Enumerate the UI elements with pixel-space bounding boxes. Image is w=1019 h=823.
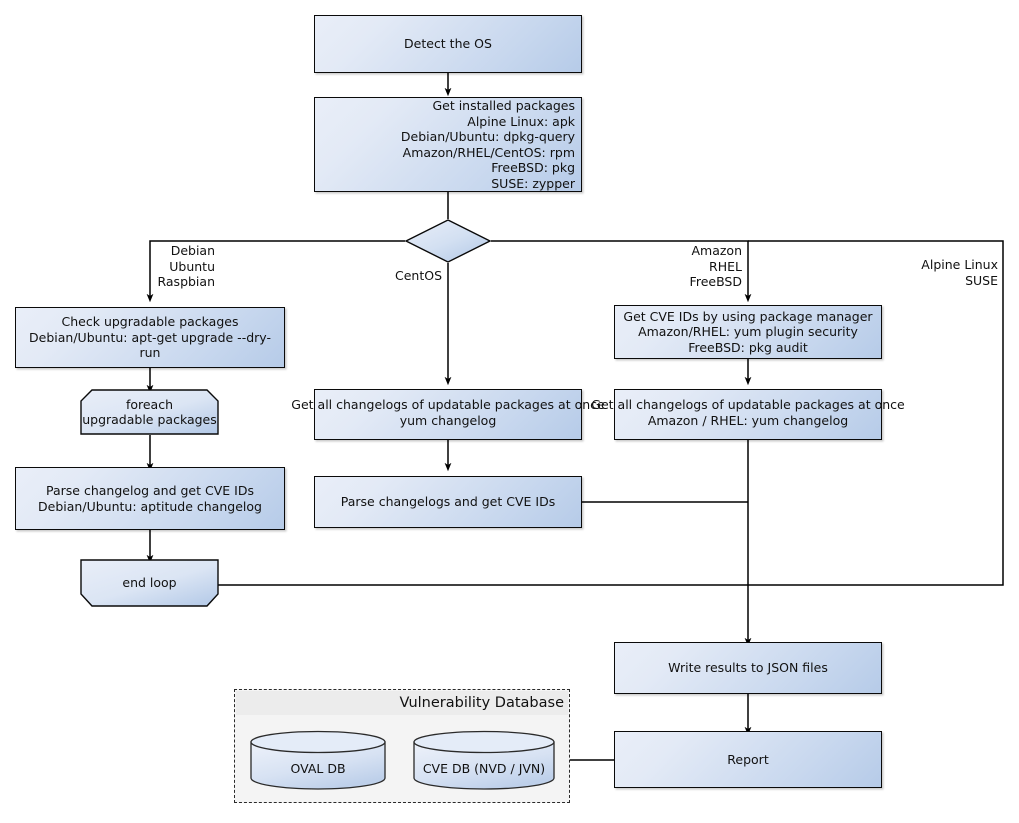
db-cve-label: CVE DB (NVD / JVN) [422, 761, 546, 776]
group-vulnerability-database-header: Vulnerability Database [236, 691, 568, 715]
node-detect-os-label: Detect the OS [404, 36, 492, 52]
node-end-loop-label: end loop [122, 575, 177, 591]
edge-label-centos: CentOS [394, 268, 442, 283]
node-write-results-json-label: Write results to JSON files [668, 660, 828, 676]
node-get-installed-packages[interactable]: Get installed packages Alpine Linux: apk… [314, 97, 582, 192]
db-cve[interactable]: CVE DB (NVD / JVN) [413, 730, 555, 790]
node-os-decision[interactable] [404, 219, 492, 263]
node-get-cve-ids-package-manager[interactable]: Get CVE IDs by using package manager Ama… [614, 305, 882, 359]
node-report[interactable]: Report [614, 731, 882, 788]
node-check-upgradable-packages[interactable]: Check upgradable packages Debian/Ubuntu:… [15, 307, 285, 368]
db-oval-label: OVAL DB [290, 761, 346, 776]
node-write-results-json[interactable]: Write results to JSON files [614, 642, 882, 694]
edge-label-alpine: Alpine Linux SUSE [921, 257, 998, 288]
node-end-loop[interactable]: end loop [80, 559, 219, 607]
node-parse-changelog-debian-label: Parse changelog and get CVE IDs Debian/U… [38, 483, 262, 514]
node-check-upgradable-packages-label: Check upgradable packages Debian/Ubuntu:… [29, 314, 271, 361]
node-parse-changelogs-centos[interactable]: Parse changelogs and get CVE IDs [314, 476, 582, 528]
node-foreach-loop-label: foreach upgradable packages [82, 396, 217, 428]
node-get-installed-packages-label: Get installed packages Alpine Linux: apk… [400, 98, 575, 191]
node-changelogs-centos[interactable] [314, 389, 582, 440]
group-vulnerability-database-title: Vulnerability Database [399, 695, 564, 711]
edge-label-debian: Debian Ubuntu Raspbian [157, 243, 215, 289]
node-report-label: Report [727, 751, 769, 767]
edge-label-amazon: Amazon RHEL FreeBSD [689, 243, 742, 289]
node-get-cve-ids-package-manager-label: Get CVE IDs by using package manager Ama… [623, 308, 873, 355]
node-parse-changelogs-centos-label: Parse changelogs and get CVE IDs [340, 494, 556, 510]
db-oval[interactable]: OVAL DB [250, 730, 386, 790]
node-detect-os[interactable]: Detect the OS [314, 15, 582, 73]
node-foreach-loop[interactable]: foreach upgradable packages [80, 389, 219, 435]
node-changelogs-amazon[interactable] [614, 389, 882, 440]
node-parse-changelog-debian[interactable]: Parse changelog and get CVE IDs Debian/U… [15, 467, 285, 530]
